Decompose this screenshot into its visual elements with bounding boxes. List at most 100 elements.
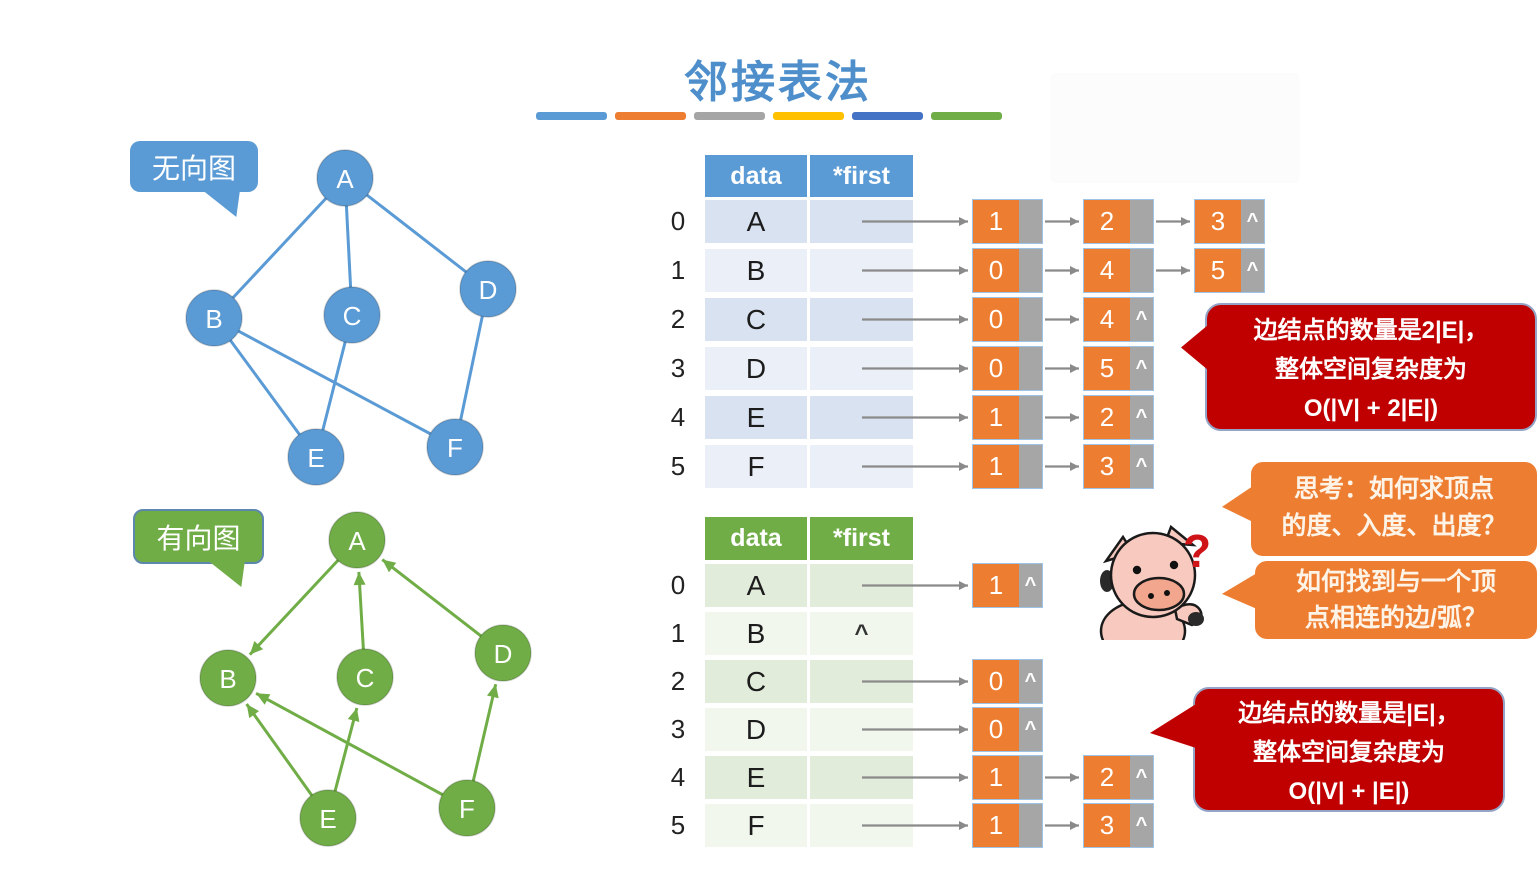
edge-node-pointer (1019, 445, 1042, 488)
edge-node-null: ^ (1130, 347, 1153, 390)
directed-graph-label: 有向图 (156, 522, 241, 554)
data-cell: B (705, 612, 807, 655)
edge-node-pointer (1019, 804, 1042, 847)
graph-node-label: A (336, 164, 354, 194)
graph-edge (465, 683, 499, 809)
first-cell: ^ (810, 612, 913, 655)
graph-node-label: F (459, 794, 475, 824)
first-cell (810, 756, 913, 799)
edge-node-value: 1 (973, 445, 1019, 488)
data-cell: F (705, 804, 807, 847)
edge-node: 3^ (1083, 444, 1154, 489)
row-index: 1 (670, 255, 686, 285)
edge-node-value: 1 (973, 396, 1019, 439)
graph-node-label: B (219, 664, 236, 694)
graph-node-label: F (447, 433, 463, 463)
edge-node-value: 5 (1195, 249, 1241, 292)
graph-node-F: F (426, 418, 484, 476)
callout-line: 边结点的数量是|E|， (1238, 700, 1460, 727)
page-title: 邻接表法 (684, 58, 872, 107)
divider-bar (852, 112, 923, 120)
header-data: data (705, 155, 807, 197)
graph-edge (255, 691, 468, 810)
graph-edge (213, 316, 456, 449)
edge-node: 2 (1083, 199, 1154, 244)
edge-node-value: 2 (1084, 756, 1130, 799)
graph-edge (381, 558, 504, 655)
edge-node-value: 0 (973, 708, 1019, 751)
question-mark: ? (1183, 525, 1211, 577)
edge-node-value: 3 (1084, 445, 1130, 488)
edge-node-value: 0 (973, 298, 1019, 341)
graph-node-E: E (287, 428, 345, 486)
divider-bar (773, 112, 844, 120)
bubble-tail (207, 560, 245, 587)
graph-node-label: C (343, 301, 362, 331)
callout-line: 的度、入度、出度？ (1281, 512, 1507, 540)
callout-text: 如何找到与一个顶点相连的边/弧？ (1255, 564, 1537, 636)
graph-node-B: B (199, 649, 257, 707)
pig-right-hoof (1188, 612, 1204, 626)
edge-node: 1 (972, 444, 1043, 489)
edge-node-value: 1 (973, 756, 1019, 799)
edge-node-null: ^ (1241, 249, 1264, 292)
edge-node: 2^ (1083, 755, 1154, 800)
pig-right-eye (1169, 560, 1179, 570)
callout-text: 思考：如何求顶点的度、入度、出度？ (1251, 471, 1537, 545)
graph-node-D: D (474, 624, 532, 682)
edge-node-value: 3 (1084, 804, 1130, 847)
graph-node-label: D (494, 639, 513, 669)
callout-line: 如何找到与一个顶 (1295, 568, 1496, 596)
edge-node: 5^ (1083, 346, 1154, 391)
edge-node-pointer (1019, 249, 1042, 292)
graph-node-label: E (307, 443, 324, 473)
first-cell (810, 708, 913, 751)
edge-node-value: 4 (1084, 298, 1130, 341)
edge-node-pointer (1019, 396, 1042, 439)
edge-node: 3^ (1194, 199, 1265, 244)
edge-node-null: ^ (1241, 200, 1264, 243)
row-index: 3 (670, 714, 686, 744)
header-data: data (705, 517, 807, 560)
data-cell: A (705, 200, 807, 243)
callout-line: O(|V| + 2|E|) (1303, 395, 1439, 422)
divider-bar (931, 112, 1002, 120)
graph-node-C: C (323, 286, 381, 344)
header-first: *first (810, 517, 913, 560)
first-cell (810, 298, 913, 341)
watermark-blur (1050, 73, 1300, 183)
row-index: 0 (670, 570, 686, 600)
graph-edge (453, 288, 490, 448)
edge-node: 3^ (1083, 803, 1154, 848)
edge-node: 0 (972, 346, 1043, 391)
first-cell (810, 564, 913, 607)
edge-node-null: ^ (1130, 445, 1153, 488)
edge-node-value: 0 (973, 660, 1019, 703)
edge-node-pointer (1019, 200, 1042, 243)
data-cell: E (705, 756, 807, 799)
graph-node-label: C (356, 663, 375, 693)
graph-node-E: E (299, 789, 357, 847)
graph-edge (245, 703, 330, 819)
data-cell: D (705, 347, 807, 390)
edge-node-value: 1 (973, 804, 1019, 847)
edge-node-null: ^ (1019, 708, 1042, 751)
bubble-tail (202, 190, 240, 217)
edge-node-null: ^ (1130, 756, 1153, 799)
callout-line: 边结点的数量是2|E|， (1253, 317, 1489, 344)
row-index: 2 (670, 666, 686, 696)
row-index: 4 (670, 762, 686, 792)
edge-node-pointer (1019, 347, 1042, 390)
first-cell (810, 804, 913, 847)
edge-node-value: 5 (1084, 347, 1130, 390)
graph-edge (353, 571, 367, 678)
edge-node: 1 (972, 395, 1043, 440)
edge-node-value: 4 (1084, 249, 1130, 292)
graph-node-label: D (479, 275, 498, 305)
header-first: *first (810, 155, 913, 197)
edge-node-value: 1 (973, 564, 1019, 607)
edge-node: 1^ (972, 563, 1043, 608)
pig-cartoon: ? (1099, 524, 1211, 640)
